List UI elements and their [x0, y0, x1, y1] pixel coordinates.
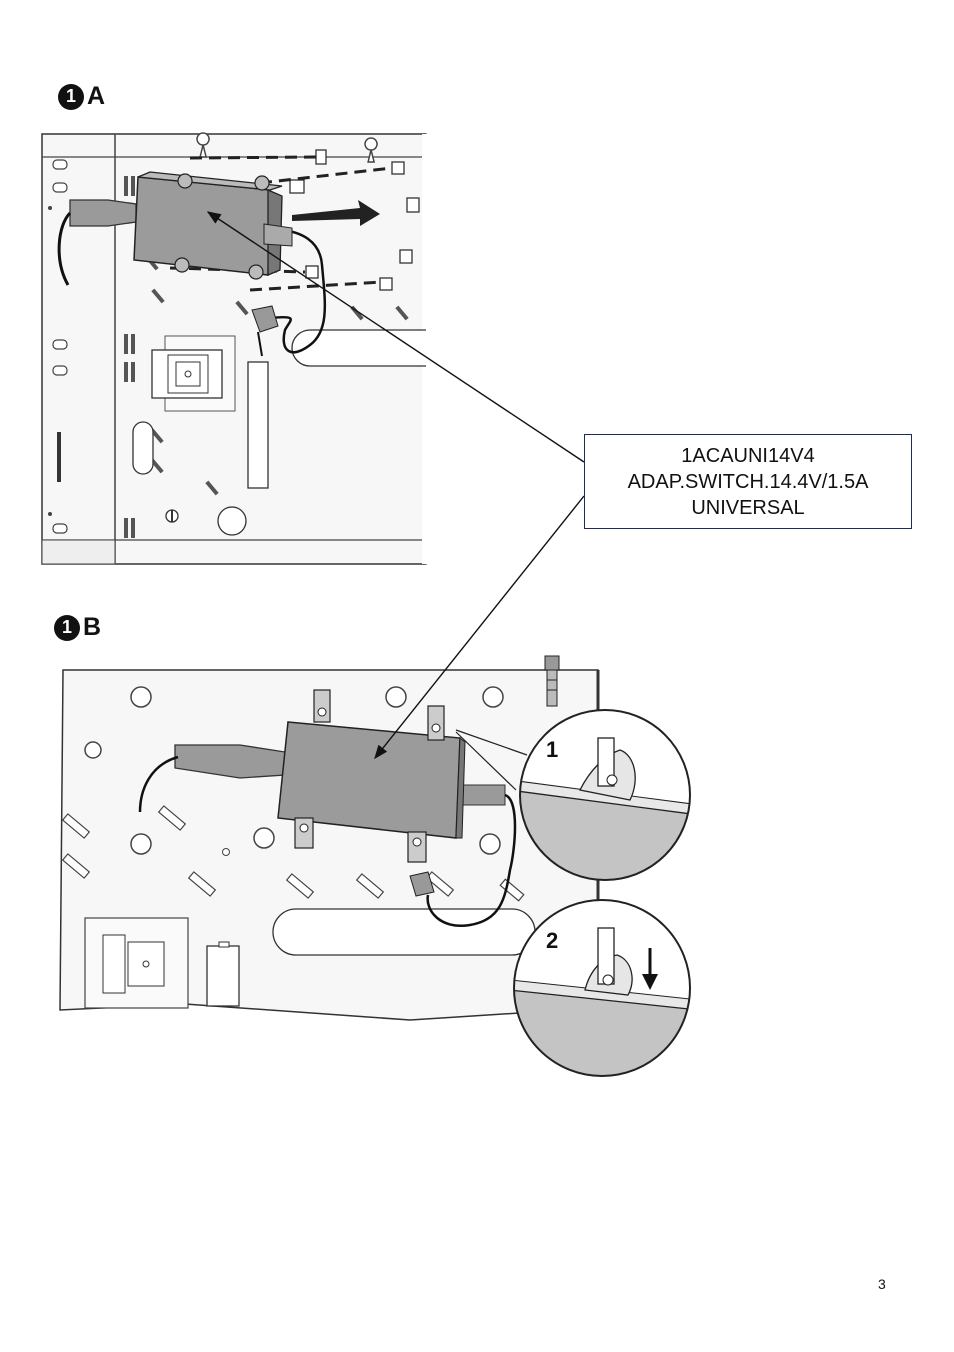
- detail-circle-2: [510, 895, 710, 1095]
- adapter-a: [134, 177, 270, 275]
- part-type: UNIVERSAL: [691, 495, 804, 521]
- page-number: 3: [878, 1276, 886, 1292]
- figure-a: [42, 133, 584, 564]
- detail-1-number: 1: [546, 737, 558, 762]
- figure-b: [60, 496, 598, 1020]
- detail-2-number: 2: [546, 928, 558, 953]
- part-description: ADAP.SWITCH.14.4V/1.5A: [628, 469, 869, 495]
- part-callout: 1ACAUNI14V4 ADAP.SWITCH.14.4V/1.5A UNIVE…: [584, 434, 912, 529]
- part-code: 1ACAUNI14V4: [681, 443, 814, 469]
